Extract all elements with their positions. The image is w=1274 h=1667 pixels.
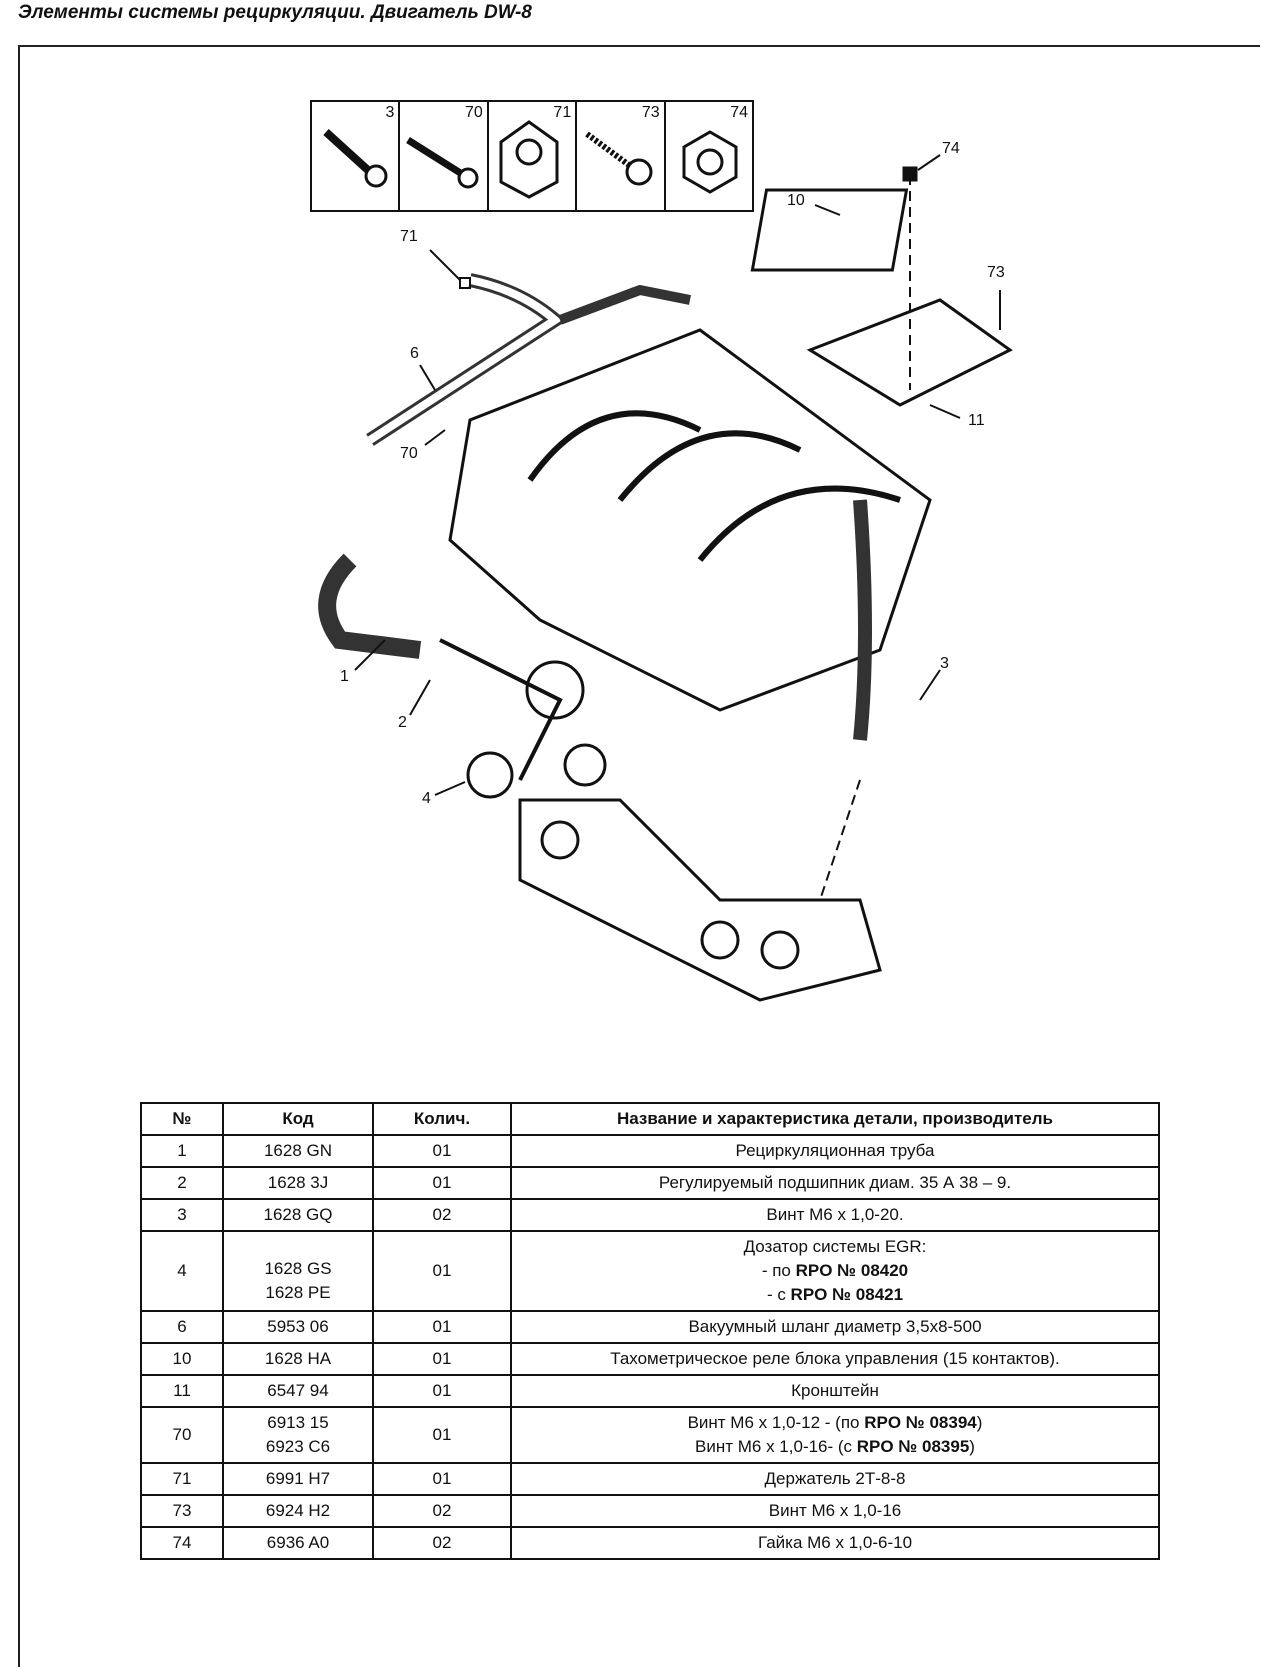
callout-3: 3 [940, 655, 949, 672]
callout-2: 2 [398, 714, 407, 731]
fastener-70: 70 [400, 102, 489, 210]
bracket [806, 298, 1013, 407]
callout-6: 6 [410, 345, 419, 362]
callout-74: 74 [942, 140, 960, 157]
egr-valve [439, 638, 563, 781]
fastener-strip: 3 70 71 73 74 [310, 100, 754, 212]
callout-4: 4 [422, 790, 431, 807]
callout-73: 73 [987, 264, 1005, 281]
screw-icon [585, 131, 653, 186]
relay-unit [750, 188, 909, 272]
fastener-71: 71 [489, 102, 578, 210]
egr-assembly-diagram [318, 154, 1013, 1002]
table-header: № Код Колич. Название и характеристика д… [140, 1102, 1160, 1136]
recirculation-pipe [318, 553, 422, 659]
parts-table: № Код Колич. Название и характеристика д… [140, 1102, 1160, 1560]
clip-icon [499, 120, 559, 199]
page-title: Элементы системы рециркуляции. Двигатель… [18, 2, 532, 23]
exhaust-manifold [518, 798, 882, 1002]
callout-10: 10 [787, 192, 805, 209]
bolt-icon [406, 137, 479, 189]
nut-icon [682, 130, 738, 194]
fastener-73: 73 [577, 102, 666, 210]
callout-11: 11 [968, 412, 985, 429]
callout-70: 70 [400, 445, 418, 462]
callout-1: 1 [340, 668, 349, 685]
page-frame [18, 45, 1260, 1667]
intake-manifold [448, 328, 932, 712]
bolt-icon [323, 129, 388, 188]
fastener-74: 74 [666, 102, 752, 210]
fastener-3: 3 [312, 102, 401, 210]
callout-71: 71 [400, 228, 418, 245]
